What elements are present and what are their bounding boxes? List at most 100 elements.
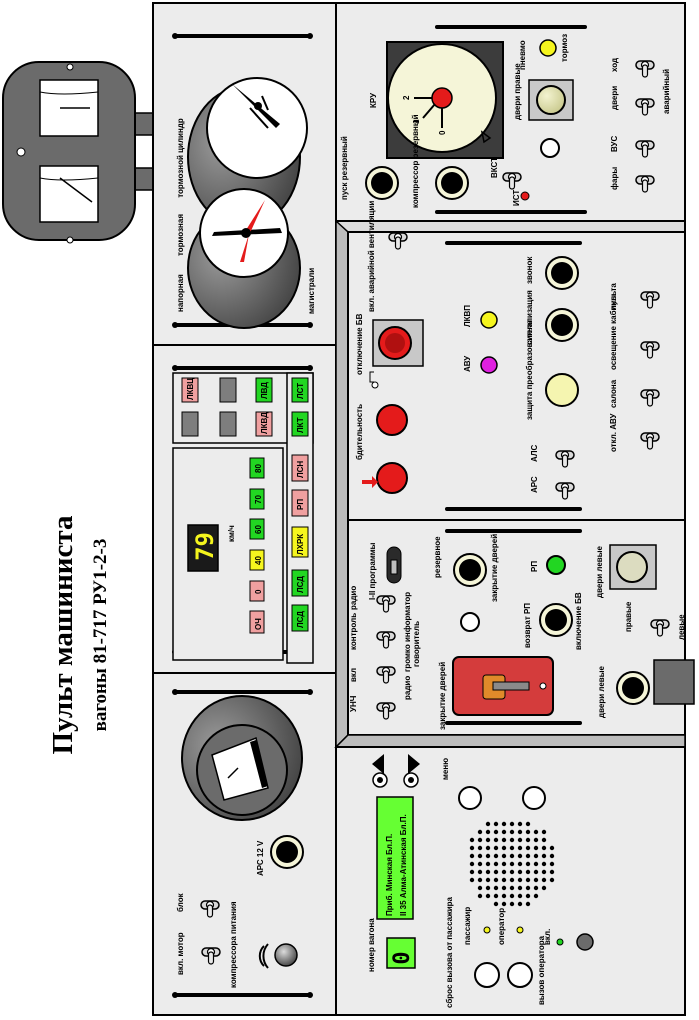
grille-hole	[517, 829, 523, 835]
svg-text:РП: РП	[296, 499, 305, 510]
reserve-doors-jack[interactable]	[453, 553, 487, 587]
car-number-value: 0	[390, 951, 415, 964]
reserve-label: резервное	[433, 536, 442, 578]
converter-protection-button[interactable]	[545, 373, 579, 407]
next-arrow-icon[interactable]	[408, 754, 420, 774]
grille-hole	[525, 877, 531, 883]
speed-display: 79	[187, 524, 219, 572]
menu-button-1[interactable]	[458, 786, 482, 810]
speaker-label: говоритель	[412, 621, 421, 667]
reserve-start-jack[interactable]	[365, 166, 399, 200]
compressor-reserve-jack[interactable]	[435, 166, 469, 200]
radio-label: радио	[349, 586, 358, 610]
ist-lamp	[520, 191, 530, 201]
doors-close-key[interactable]	[452, 656, 554, 716]
doors-left2-label: двери левые	[597, 665, 606, 718]
doors-left-label: двери левые	[595, 545, 604, 598]
grille-hole	[533, 853, 539, 859]
grille-hole	[509, 829, 515, 835]
grille-hole	[501, 845, 507, 851]
white-button-top[interactable]	[540, 138, 560, 158]
doors-right-button[interactable]	[528, 79, 574, 121]
grille-hole	[509, 845, 515, 851]
indicator-lkt: ЛКТ	[291, 411, 309, 437]
grille-hole	[533, 845, 539, 851]
indicator-lkvd: ЛКВД	[255, 411, 273, 437]
grille-hole	[533, 837, 539, 843]
lcd-line-1: Приб. Минская Бл.П.	[385, 834, 394, 916]
grille-hole	[517, 877, 523, 883]
grille-hole	[469, 869, 475, 875]
menu-label: меню	[441, 758, 450, 780]
panel-title: Пульт машиниста	[47, 515, 79, 754]
grille-hole	[525, 829, 531, 835]
grille-hole	[477, 877, 483, 883]
doors-left-jack[interactable]	[616, 671, 650, 705]
speed-60: 60	[249, 518, 265, 540]
motor-on-label: вкл. мотор	[176, 932, 185, 975]
grille-hole	[533, 877, 539, 883]
loud-label: громко	[403, 644, 412, 672]
white-button-mid[interactable]	[460, 612, 480, 632]
call-operator-button[interactable]	[507, 962, 533, 988]
bell-label: звонок	[525, 256, 534, 284]
informer-label: информатор	[403, 592, 412, 642]
reserve-start-label: пуск резервный	[340, 136, 349, 200]
menu-button-2[interactable]	[522, 786, 546, 810]
grille-hole	[477, 845, 483, 851]
brake-line-label: тормозная	[176, 214, 185, 256]
block-label: блок	[176, 892, 185, 912]
grille-hole	[533, 861, 539, 867]
grille-hole	[493, 877, 499, 883]
avu-off-label: откл. АВУ	[609, 413, 618, 452]
prev-arrow-icon[interactable]	[372, 754, 384, 774]
external-voltmeter	[2, 61, 156, 244]
doors-close-label: закрытие дверей	[490, 534, 499, 602]
unch-label: УНЧ	[349, 695, 358, 712]
vent-emergency-label: вкл. аварийной вентиляции	[367, 201, 376, 312]
grille-hole	[485, 861, 491, 867]
power-button[interactable]	[576, 933, 594, 951]
converter-protection-label: защита преобразователя	[525, 320, 534, 420]
hod-label: ход	[610, 58, 619, 72]
grille-hole	[493, 901, 499, 907]
operator-lamp	[516, 926, 524, 934]
avu-label: АВУ	[463, 355, 472, 372]
vigilance-button-1[interactable]	[376, 404, 408, 436]
reset-call-button[interactable]	[474, 962, 500, 988]
passenger-lamp	[483, 926, 491, 934]
bell-jack[interactable]	[545, 256, 579, 290]
ars-12v-label: АРС 12 V	[256, 840, 265, 876]
grille-hole	[485, 869, 491, 875]
ars-12v-jack[interactable]	[270, 835, 304, 869]
grille-hole	[525, 861, 531, 867]
grille-hole	[501, 861, 507, 867]
kilovoltmeter	[181, 695, 303, 821]
signaling-jack[interactable]	[545, 308, 579, 342]
prev-button[interactable]	[372, 772, 388, 788]
grille-hole	[493, 869, 499, 875]
bv-on-jack[interactable]	[539, 603, 573, 637]
speed-unit: км/ч	[227, 525, 236, 542]
programs-switch[interactable]	[386, 546, 402, 584]
avu-lamp	[480, 356, 498, 374]
grille-hole	[501, 829, 507, 835]
grille-hole	[517, 821, 523, 827]
svg-text:ЛКВД: ЛКВД	[260, 412, 269, 434]
grille-hole	[509, 861, 515, 867]
grille-hole	[517, 861, 523, 867]
vigilance-button-2[interactable]	[376, 462, 408, 494]
bv-off-button[interactable]	[369, 319, 424, 389]
vkl2-label: вкл.	[543, 929, 552, 945]
grille-hole	[517, 845, 523, 851]
motor-button[interactable]	[258, 943, 298, 969]
kru-controller[interactable]: 2 1 0	[386, 41, 504, 159]
next-button[interactable]	[403, 772, 419, 788]
cab-light-label: освещение кабины	[609, 294, 618, 370]
car-number-display: 0	[386, 937, 416, 969]
indicator-lvd: ЛВД	[255, 377, 273, 403]
doors-left-button[interactable]	[609, 544, 657, 590]
brake-cylinder-label: тормозной цилиндр	[176, 118, 185, 198]
ars-label: АРС	[530, 476, 539, 493]
grille-hole	[469, 837, 475, 843]
